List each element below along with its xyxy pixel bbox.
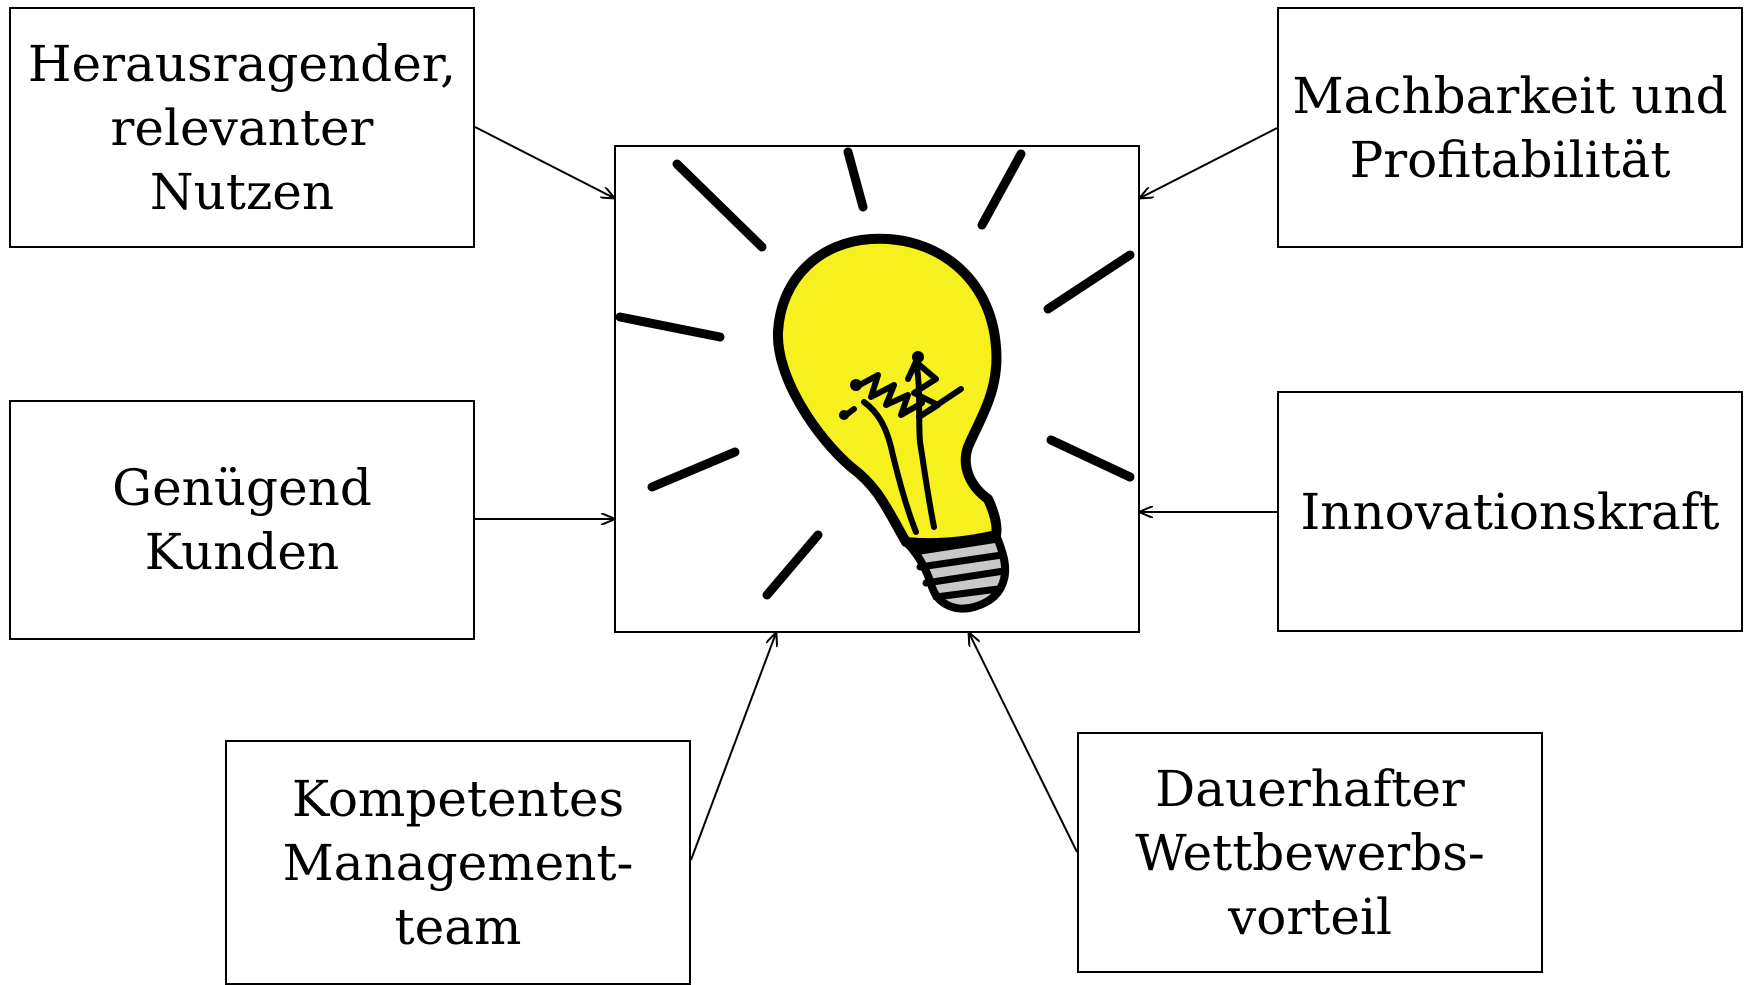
- factor-label-innovation: Innovationskraft: [1300, 482, 1720, 541]
- bulb-filament: [843, 352, 964, 535]
- bulb-base: [902, 531, 1010, 613]
- arrow-wettbewerb: [969, 633, 1078, 853]
- factor-box-management: Kompetentes Management- team: [225, 740, 691, 985]
- arrow-management: [690, 633, 776, 861]
- lightbulb-icon: [616, 147, 1135, 613]
- factor-box-kunden: Genügend Kunden: [9, 400, 475, 640]
- factor-label-management: Kompetentes Management- team: [282, 769, 634, 956]
- arrow-machbarkeit: [1140, 127, 1278, 198]
- factor-box-nutzen: Herausragender, relevanter Nutzen: [9, 7, 475, 248]
- factor-box-wettbewerb: Dauerhafter Wettbewerbs- vorteil: [1077, 732, 1543, 973]
- factor-box-machbarkeit: Machbarkeit und Profitabilität: [1277, 7, 1743, 248]
- arrow-nutzen: [474, 126, 614, 198]
- light-rays: [616, 147, 1135, 600]
- factor-label-wettbewerb: Dauerhafter Wettbewerbs- vorteil: [1135, 759, 1485, 946]
- factor-label-nutzen: Herausragender, relevanter Nutzen: [27, 34, 457, 221]
- filament-tips: [839, 351, 924, 420]
- factor-label-machbarkeit: Machbarkeit und Profitabilität: [1292, 66, 1728, 189]
- factor-box-innovation: Innovationskraft: [1277, 391, 1743, 632]
- factor-label-kunden: Genügend Kunden: [112, 459, 372, 581]
- center-idea-box: [614, 145, 1140, 633]
